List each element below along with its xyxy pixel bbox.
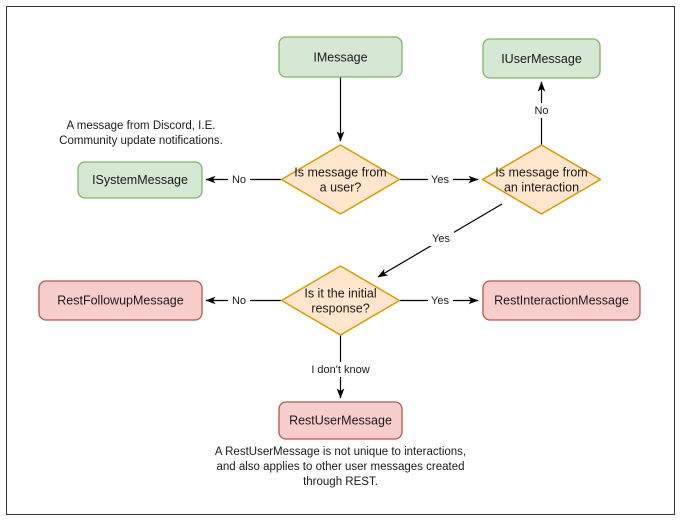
node-restinteractionmessage-label: RestInteractionMessage bbox=[494, 293, 629, 307]
node-question-from-user-line1: Is message from bbox=[294, 165, 386, 179]
edge-label-i-dont-know: I don't know bbox=[311, 364, 369, 376]
node-isystemmessage[interactable]: ISystemMessage bbox=[77, 161, 203, 199]
note-system-line2: Community update notifications. bbox=[59, 135, 223, 147]
note-restuser-line3: through REST. bbox=[303, 476, 378, 488]
edge-question-initial-unknown: I don't know bbox=[300, 334, 381, 399]
note-system-message: A message from Discord, I.E. Community u… bbox=[59, 120, 223, 147]
edges-layer: ISystemMessage --> No Is message from an… bbox=[205, 77, 553, 399]
node-iusermessage-label: IUserMessage bbox=[501, 52, 582, 66]
node-question-is-message-from-a-user[interactable]: Is message from a user? bbox=[280, 144, 401, 215]
node-restfollowupmessage-label: RestFollowupMessage bbox=[57, 293, 183, 307]
edge-label-no-followup: No bbox=[232, 295, 246, 307]
edge-question-from-user-no: No bbox=[205, 172, 281, 187]
edge-label-no-system: No bbox=[232, 174, 246, 186]
node-question-is-message-from-an-interaction[interactable]: Is message from an interaction bbox=[481, 144, 602, 215]
node-question-initial-line1: Is it the initial bbox=[304, 286, 376, 300]
node-isystemmessage-label: ISystemMessage bbox=[92, 173, 188, 187]
notes-layer: A message from Discord, I.E. Community u… bbox=[59, 120, 466, 488]
node-restusermessage-label: RestUserMessage bbox=[289, 413, 392, 427]
nodes-layer: IMessage IUserMessage ISystemMessage Res… bbox=[38, 36, 641, 440]
node-imessage[interactable]: IMessage bbox=[278, 36, 403, 78]
edge-label-yes-restinteraction: Yes bbox=[431, 295, 449, 307]
node-question-is-it-the-initial-response[interactable]: Is it the initial response? bbox=[280, 265, 401, 336]
node-restfollowupmessage[interactable]: RestFollowupMessage bbox=[38, 280, 203, 321]
note-system-line1: A message from Discord, I.E. bbox=[67, 120, 216, 132]
note-rest-user-message: A RestUserMessage is not unique to inter… bbox=[215, 446, 466, 488]
node-question-from-user-line2: a user? bbox=[320, 180, 362, 194]
node-imessage-label: IMessage bbox=[313, 50, 367, 64]
node-restinteractionmessage[interactable]: RestInteractionMessage bbox=[482, 280, 641, 321]
edge-question-from-user-yes: Yes bbox=[400, 172, 479, 187]
note-restuser-line1: A RestUserMessage is not unique to inter… bbox=[215, 446, 466, 458]
edge-label-yes-interaction: Yes bbox=[431, 174, 449, 186]
node-iusermessage[interactable]: IUserMessage bbox=[482, 38, 601, 79]
node-question-from-interaction-line1: Is message from bbox=[495, 165, 587, 179]
edge-label-yes-initial: Yes bbox=[432, 233, 450, 245]
edge-question-from-interaction-yes: Yes bbox=[377, 203, 503, 278]
node-question-initial-line2: response? bbox=[311, 301, 369, 315]
edge-question-initial-no: No bbox=[205, 293, 281, 308]
edge-question-from-interaction-no: No bbox=[531, 81, 553, 146]
node-restusermessage[interactable]: RestUserMessage bbox=[278, 401, 403, 440]
edge-label-no-usermessage: No bbox=[534, 105, 548, 117]
edge-question-initial-yes: Yes bbox=[400, 293, 479, 308]
node-question-from-interaction-line2: an interaction bbox=[504, 180, 579, 194]
note-restuser-line2: and also applies to other user messages … bbox=[216, 461, 464, 473]
